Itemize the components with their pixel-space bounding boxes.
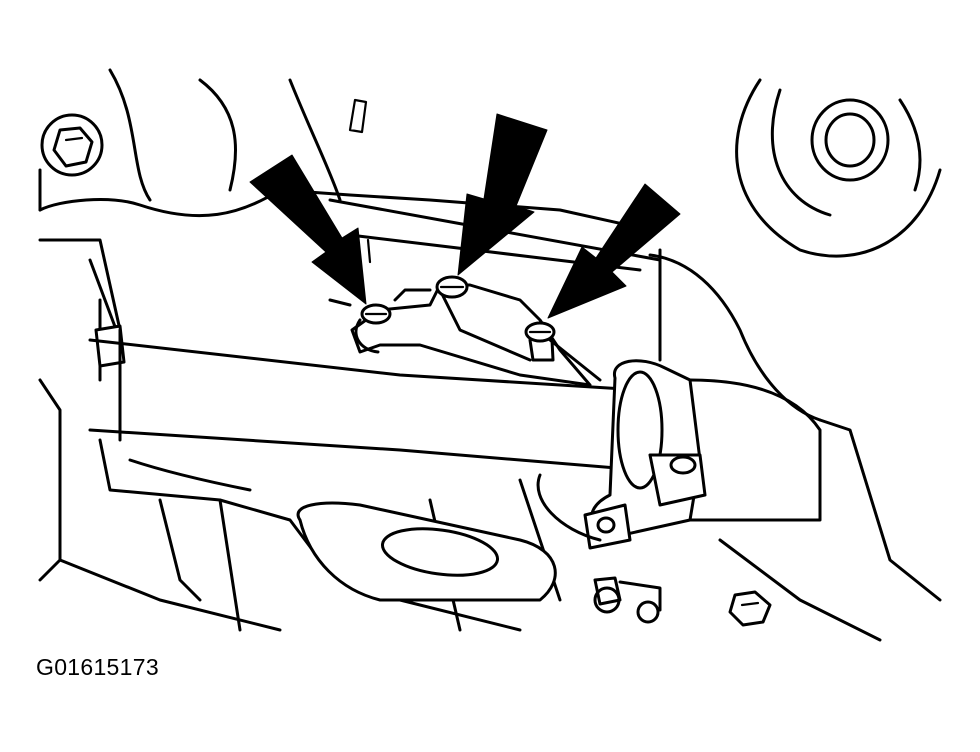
left-support	[38, 238, 126, 582]
bracket-bolt-right	[524, 321, 556, 362]
lower-housing	[58, 438, 562, 632]
bracket-bolt-center	[435, 275, 469, 299]
figure-id-label: G01615173	[36, 654, 159, 680]
arrow-left	[249, 154, 367, 305]
round-boss-upper-right	[735, 78, 942, 258]
shaft-collar	[536, 359, 822, 550]
bracket-bolt-left	[360, 303, 392, 325]
drive-shaft	[88, 328, 642, 472]
lower-bolts	[593, 576, 772, 627]
hex-bolt-upper-left	[40, 113, 104, 177]
arrow-right	[547, 183, 681, 319]
arrow-center	[457, 113, 548, 276]
flange-plate	[296, 501, 557, 602]
